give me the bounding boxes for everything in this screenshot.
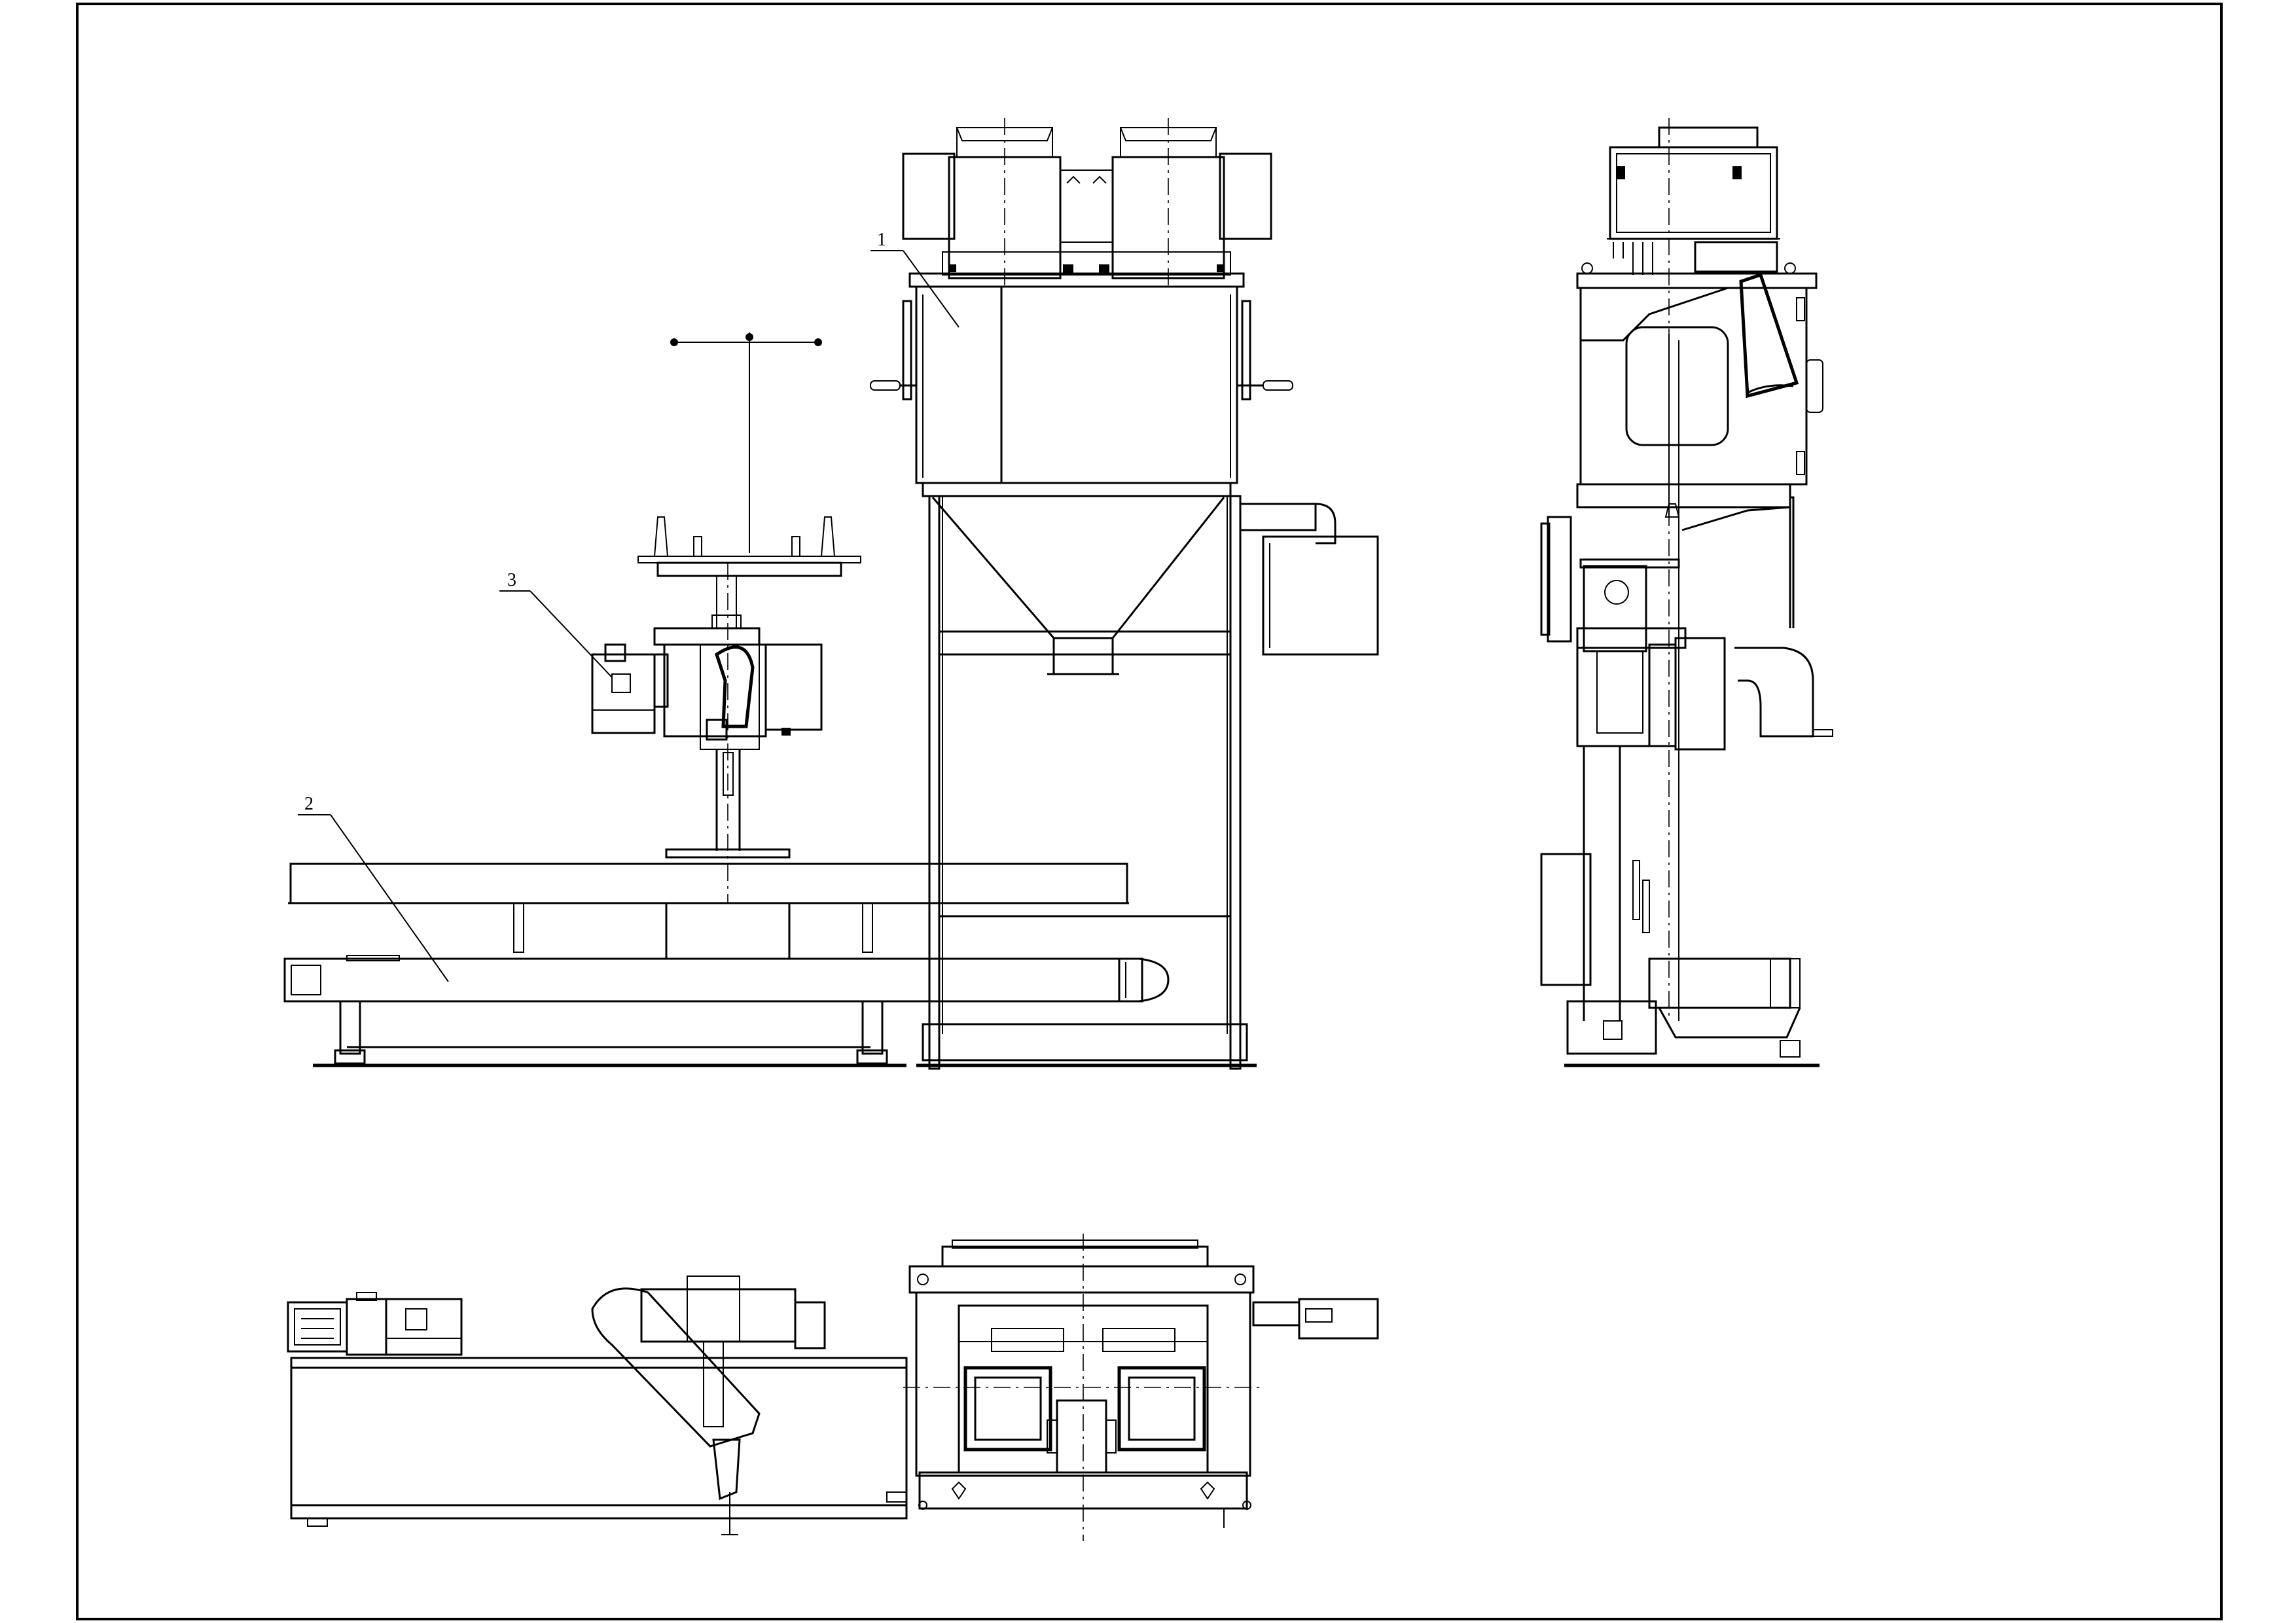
callout-1: 1 xyxy=(870,230,960,328)
callout-2-label: 2 xyxy=(304,794,314,814)
support-frame xyxy=(916,495,1257,1070)
belt-conveyor xyxy=(283,863,1170,1067)
bag-clamp-assembly xyxy=(591,332,861,903)
discharge-hopper xyxy=(931,497,1225,675)
plan-view xyxy=(287,1234,1379,1541)
callout-1-label: 1 xyxy=(877,230,886,250)
callout-2: 2 xyxy=(298,794,449,982)
callout-3-label: 3 xyxy=(507,570,516,590)
drawing-frame xyxy=(76,3,2223,1620)
top-feeder-units xyxy=(902,118,1272,288)
control-box xyxy=(1239,503,1379,656)
side-view xyxy=(1540,118,1833,1067)
weighing-cabinet xyxy=(870,272,1293,497)
front-view: 1 2 3 xyxy=(283,118,1379,1070)
callout-3: 3 xyxy=(499,570,613,678)
